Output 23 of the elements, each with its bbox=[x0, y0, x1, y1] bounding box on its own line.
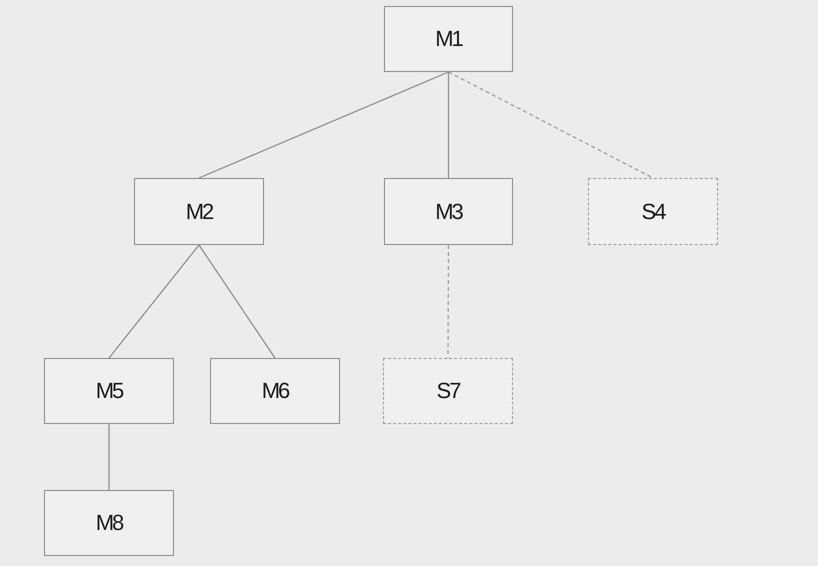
connector-line bbox=[108, 244, 200, 358]
node-label: M8 bbox=[96, 510, 122, 536]
connector-line bbox=[448, 72, 450, 178]
dashed-connector bbox=[448, 71, 654, 179]
node-label: M3 bbox=[435, 198, 462, 224]
dashed-connector bbox=[447, 245, 450, 358]
module-box bbox=[384, 6, 513, 72]
module-box bbox=[384, 178, 513, 245]
node-label: S4 bbox=[642, 198, 664, 224]
module-box bbox=[134, 178, 264, 245]
node-label: M1 bbox=[435, 26, 462, 52]
connector-line bbox=[198, 244, 276, 358]
module-box bbox=[44, 490, 174, 556]
connector-line bbox=[108, 424, 110, 490]
node-label: M5 bbox=[96, 378, 122, 404]
node-label: M6 bbox=[262, 378, 288, 404]
dashed-box bbox=[588, 178, 718, 245]
connector-line bbox=[198, 71, 449, 179]
module-box bbox=[210, 358, 340, 424]
node-label: S7 bbox=[436, 378, 460, 404]
module-box bbox=[44, 358, 174, 424]
dashed-box bbox=[383, 358, 513, 424]
node-label: M2 bbox=[186, 198, 212, 224]
